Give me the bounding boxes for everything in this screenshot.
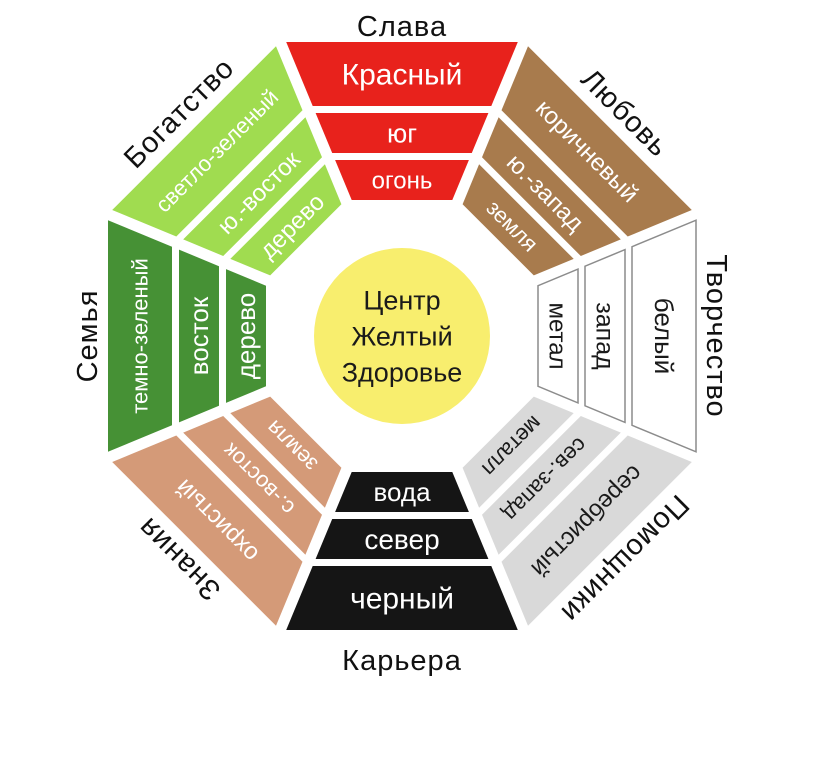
helpers-color-band — [501, 435, 692, 626]
love-color-band — [501, 46, 692, 237]
center-line-2: Желтый — [351, 321, 452, 351]
wealth-color-band — [112, 46, 303, 237]
career-color-name: черный — [350, 583, 454, 616]
creativity-element-band — [537, 267, 579, 405]
sector-family: темно-зеленый восток дерево Семья — [72, 220, 266, 452]
helpers-direction-band — [482, 416, 621, 555]
sector-creativity: белый запад метал Творчество — [537, 219, 732, 453]
knowledge-element-band — [230, 396, 342, 508]
fame-element-band — [335, 160, 469, 200]
fame-direction-band — [315, 113, 489, 153]
fame-color-band — [286, 42, 518, 106]
center-health: Центр Желтый Здоровье — [314, 248, 490, 424]
creativity-direction: запад — [590, 302, 618, 370]
center-circle — [314, 248, 490, 424]
sector-fame: Красный юг огонь Слава — [286, 11, 518, 200]
sector-knowledge: охристый с.-восток земля Знания — [112, 396, 342, 626]
creativity-sector-label: Творчество — [700, 254, 732, 417]
family-element: дерево — [231, 293, 261, 380]
career-sector-label: Карьера — [342, 645, 462, 677]
helpers-element-band — [462, 396, 574, 508]
fame-direction: юг — [387, 118, 417, 148]
creativity-color-name: белый — [649, 298, 679, 375]
creativity-element: метал — [544, 302, 571, 369]
sector-career: черный север вода Карьера — [286, 472, 518, 677]
knowledge-direction-band — [183, 416, 322, 555]
knowledge-color-band — [112, 435, 303, 626]
family-element-band — [226, 269, 266, 403]
family-color-name: темно-зеленый — [128, 258, 153, 414]
creativity-color-band — [631, 219, 697, 453]
wealth-element-band — [230, 164, 342, 276]
career-color-band — [286, 566, 518, 630]
center-line-3: Здоровье — [342, 357, 463, 387]
fame-sector-label: Слава — [357, 11, 447, 43]
center-line-1: Центр — [363, 285, 440, 315]
family-direction: восток — [184, 296, 214, 375]
fame-element: огонь — [372, 167, 433, 194]
creativity-direction-band — [584, 248, 626, 424]
fame-color-name: Красный — [342, 59, 463, 92]
career-direction: север — [364, 524, 439, 555]
wealth-direction-band — [183, 117, 322, 256]
love-element-band — [462, 164, 574, 276]
career-element: вода — [373, 477, 431, 507]
career-element-band — [335, 472, 469, 512]
family-sector-label: Семья — [72, 290, 104, 383]
sector-helpers: серебристый сев.-запад металл Помощники — [462, 396, 695, 629]
career-direction-band — [315, 519, 489, 559]
family-color-band — [108, 220, 172, 452]
family-direction-band — [179, 249, 219, 423]
love-direction-band — [482, 117, 621, 256]
